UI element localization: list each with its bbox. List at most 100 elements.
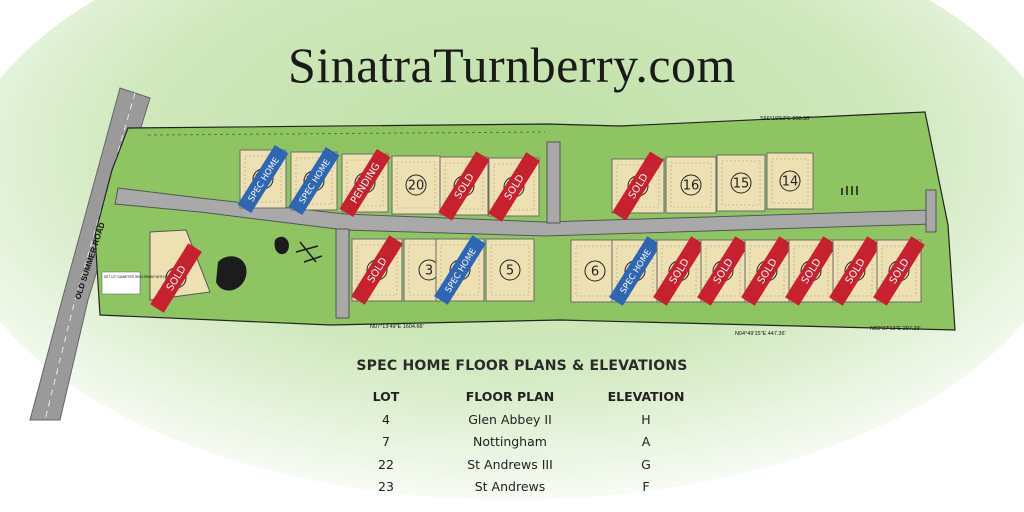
lot-setback xyxy=(721,160,761,206)
lot-parcel xyxy=(391,155,441,215)
table-row: 22 St Andrews III G xyxy=(330,454,714,477)
ribbon-band xyxy=(434,235,486,305)
lots-layer: 23SPEC HOME22SPEC HOME21PENDING2019SOLD1… xyxy=(150,144,925,313)
pond xyxy=(216,256,247,291)
lot-setback xyxy=(356,244,398,296)
lot-22[interactable]: 22SPEC HOME xyxy=(288,146,340,216)
ribbon-band xyxy=(288,146,340,216)
spec-table-header-row: LOT FLOOR PLAN ELEVATION xyxy=(330,386,714,409)
table-row: 7 Nottingham A xyxy=(330,431,714,454)
ribbon-band xyxy=(785,236,837,306)
ribbon-band xyxy=(612,151,664,221)
lot-parcel xyxy=(716,154,766,212)
row-floor-plan: Nottingham xyxy=(473,434,547,449)
lot-number: 5 xyxy=(506,264,514,279)
ribbon-band xyxy=(697,236,749,306)
lot-setback xyxy=(661,245,697,297)
row-elevation: F xyxy=(642,479,650,494)
lot-number-circle xyxy=(405,174,427,196)
south-bearing-label-1: N07°13'49"E 1604.66' xyxy=(370,324,424,330)
lot-21[interactable]: 21PENDING xyxy=(339,148,391,218)
lot-17[interactable]: 17SOLD xyxy=(611,151,665,221)
tree-icon-1 xyxy=(295,241,323,263)
lot-14[interactable]: 14 xyxy=(766,152,814,210)
ribbon-band xyxy=(237,144,289,214)
spec-home-table: SPEC HOME FLOOR PLANS & ELEVATIONS LOT F… xyxy=(330,358,714,499)
lot-setback xyxy=(493,163,535,211)
row-lot: 23 xyxy=(378,479,394,494)
lot-15[interactable]: 15 xyxy=(716,154,766,212)
lot-setback xyxy=(616,164,660,208)
lot-23[interactable]: 23SPEC HOME xyxy=(237,144,289,214)
ribbon-band xyxy=(351,235,403,305)
lot-number-circle xyxy=(680,174,702,196)
lot-20[interactable]: 20 xyxy=(391,155,441,215)
lot-setback xyxy=(705,245,741,297)
lot-11[interactable]: 11SOLD xyxy=(785,236,837,306)
ribbon-band xyxy=(150,243,202,313)
ribbon-band xyxy=(653,236,705,306)
lot-5[interactable]: 5 xyxy=(485,238,535,302)
table-row: 4 Glen Abbey II H xyxy=(330,409,714,432)
lot-parcel xyxy=(766,152,814,210)
tree-cluster xyxy=(274,236,289,255)
ribbon-band xyxy=(488,152,540,222)
fence-marker xyxy=(841,186,858,195)
lot-2[interactable]: 2SOLD xyxy=(351,235,403,305)
lot-parcel xyxy=(570,239,620,303)
row-floor-plan: St Andrews III xyxy=(467,456,553,472)
spec-table-heading: SPEC HOME FLOOR PLANS & ELEVATIONS xyxy=(356,358,688,374)
ribbon-band xyxy=(873,236,925,306)
lot-10[interactable]: 10SOLD xyxy=(741,236,793,306)
ribbon-band xyxy=(609,236,661,306)
col-elevation-header: ELEVATION xyxy=(607,389,685,404)
lot-setback xyxy=(670,162,712,208)
lot-8[interactable]: 8SOLD xyxy=(653,236,705,306)
lot-setback xyxy=(616,245,654,297)
lot-16[interactable]: 16 xyxy=(665,156,717,214)
lot-number-circle xyxy=(584,260,606,282)
table-row: 23 St Andrews F xyxy=(330,476,714,499)
row-lot: 22 xyxy=(378,456,394,472)
lot-parcel xyxy=(485,238,535,302)
lot-parcel xyxy=(665,156,717,214)
ribbon-band xyxy=(339,148,391,218)
lot-number: 14 xyxy=(782,175,799,190)
row-elevation: G xyxy=(641,456,651,472)
north-spur-road xyxy=(546,141,561,224)
property-inner-edge xyxy=(147,131,546,136)
site-title: SinatraTurnberry.com xyxy=(288,37,736,93)
rebar-note: SET 1/2" DIAMETER IRON REBAR WITH PSA CA… xyxy=(104,275,178,279)
lot-4[interactable]: 4SPEC HOME xyxy=(434,235,486,305)
lot-setback xyxy=(881,245,917,297)
row-elevation: A xyxy=(641,434,651,449)
lot-number-circle xyxy=(499,259,521,281)
south-bearing-label-2: N04°49'15"E 447.36' xyxy=(735,331,786,337)
north-bearing-label: S66°19'53"E 808.36' xyxy=(760,116,810,122)
ribbon-band xyxy=(741,236,793,306)
lot-number: 3 xyxy=(425,264,433,279)
row-floor-plan: Glen Abbey II xyxy=(468,411,552,427)
lot-number: 16 xyxy=(683,179,700,194)
row-floor-plan: St Andrews xyxy=(474,479,546,494)
lot-19[interactable]: 19SOLD xyxy=(438,151,490,221)
lot-number: 20 xyxy=(408,179,425,194)
south-spur-road xyxy=(335,228,350,319)
lot-number-circle xyxy=(779,170,801,192)
ribbon-band xyxy=(829,236,881,306)
lot-7[interactable]: 7SPEC HOME xyxy=(609,236,661,306)
lot-18[interactable]: 18SOLD xyxy=(488,152,540,222)
lot-13[interactable]: 13SOLD xyxy=(873,236,925,306)
lot-12[interactable]: 12SOLD xyxy=(829,236,881,306)
ribbon-band xyxy=(438,151,490,221)
lot-9[interactable]: 9SOLD xyxy=(697,236,749,306)
row-lot: 4 xyxy=(382,411,390,427)
lot-setback xyxy=(771,158,809,204)
lot-setback xyxy=(244,155,282,203)
south-bearing-label-3: N03°37'13"E 297.29' xyxy=(870,326,921,332)
lot-number: 15 xyxy=(733,177,750,192)
lot-setback xyxy=(793,245,829,297)
row-elevation: H xyxy=(641,411,651,427)
lot-6[interactable]: 6 xyxy=(570,239,620,303)
